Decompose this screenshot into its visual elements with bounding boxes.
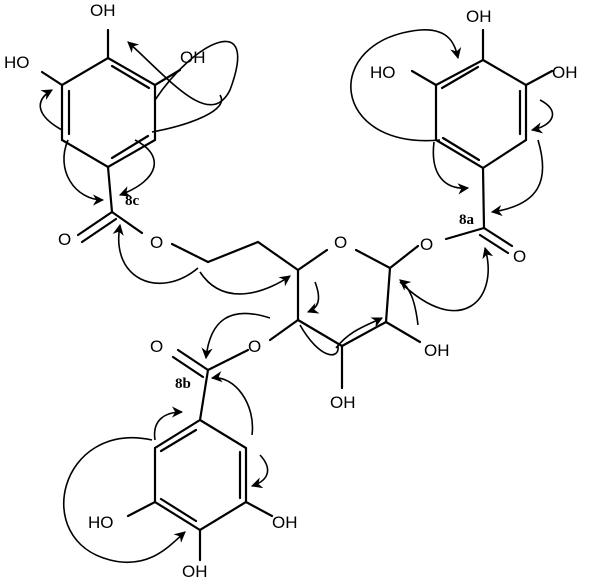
hmbc-arrow xyxy=(112,223,199,285)
galloyl-group-8c: OH OH HO O O 8c xyxy=(4,1,210,264)
hmbc-arrow xyxy=(250,454,269,489)
hydroxyl-left-8b: HO xyxy=(88,513,114,532)
hmbc-arrow xyxy=(490,139,544,217)
galloyl-group-8a: OH OH HO O O 8a xyxy=(370,7,578,266)
hydroxyl-left-8a: HO xyxy=(370,63,396,82)
hmbc-arrow xyxy=(432,141,470,195)
hmbc-arrow xyxy=(335,317,384,349)
carbonyl-oxygen-8a: O xyxy=(513,247,526,266)
benzene-ring-8c xyxy=(60,56,157,169)
hydroxyl-top-8c: OH xyxy=(90,1,116,20)
ester-oxygen-8a: O xyxy=(420,235,433,254)
carbonyl-oxygen-8c: O xyxy=(58,230,71,249)
ring-oxygen: O xyxy=(334,233,347,252)
hydroxyl-right-8b: OH xyxy=(272,513,298,532)
label-8b: 8b xyxy=(175,376,191,392)
hmbc-arrow xyxy=(118,139,156,197)
hydroxyl-bottom-8b: OH xyxy=(182,562,208,581)
hmbc-arrow xyxy=(530,99,554,134)
hmbc-arrow xyxy=(153,406,184,441)
hydroxyl-top-8a: OH xyxy=(466,7,492,26)
hmbc-arrow xyxy=(399,246,494,312)
hmbc-arrows xyxy=(39,29,554,563)
glucose-hydroxyl-c3: OH xyxy=(330,393,356,412)
benzene-ring-8a xyxy=(434,58,528,170)
label-8a: 8a xyxy=(459,212,475,228)
ester-oxygen-8b: O xyxy=(248,337,261,356)
hmbc-arrow xyxy=(299,324,339,356)
hmbc-arrow xyxy=(39,89,63,131)
hmbc-arrow xyxy=(127,40,239,106)
hmbc-arrow xyxy=(399,279,419,326)
benzene-ring-8b xyxy=(153,418,248,532)
hmbc-arrow xyxy=(201,312,271,360)
hydroxyl-left-8c: HO xyxy=(4,53,30,72)
hmbc-arrow xyxy=(63,139,105,206)
glucose-core: O OH OH O xyxy=(206,233,450,412)
ester-oxygen-8c: O xyxy=(150,233,163,252)
hydroxyl-right-8a: OH xyxy=(552,63,578,82)
hmbc-arrow xyxy=(151,94,223,133)
galloyl-group-8b: O HO OH OH 8b xyxy=(88,337,298,581)
hmbc-arrow xyxy=(210,371,254,436)
carbonyl-oxygen-8b: O xyxy=(150,337,163,356)
hmbc-arrow xyxy=(350,29,462,142)
label-8c: 8c xyxy=(125,193,140,209)
hmbc-arrow xyxy=(199,271,291,295)
hmbc-arrow xyxy=(306,281,320,314)
glucose-hydroxyl-c2: OH xyxy=(424,341,450,360)
hmbc-arrow xyxy=(62,437,186,563)
